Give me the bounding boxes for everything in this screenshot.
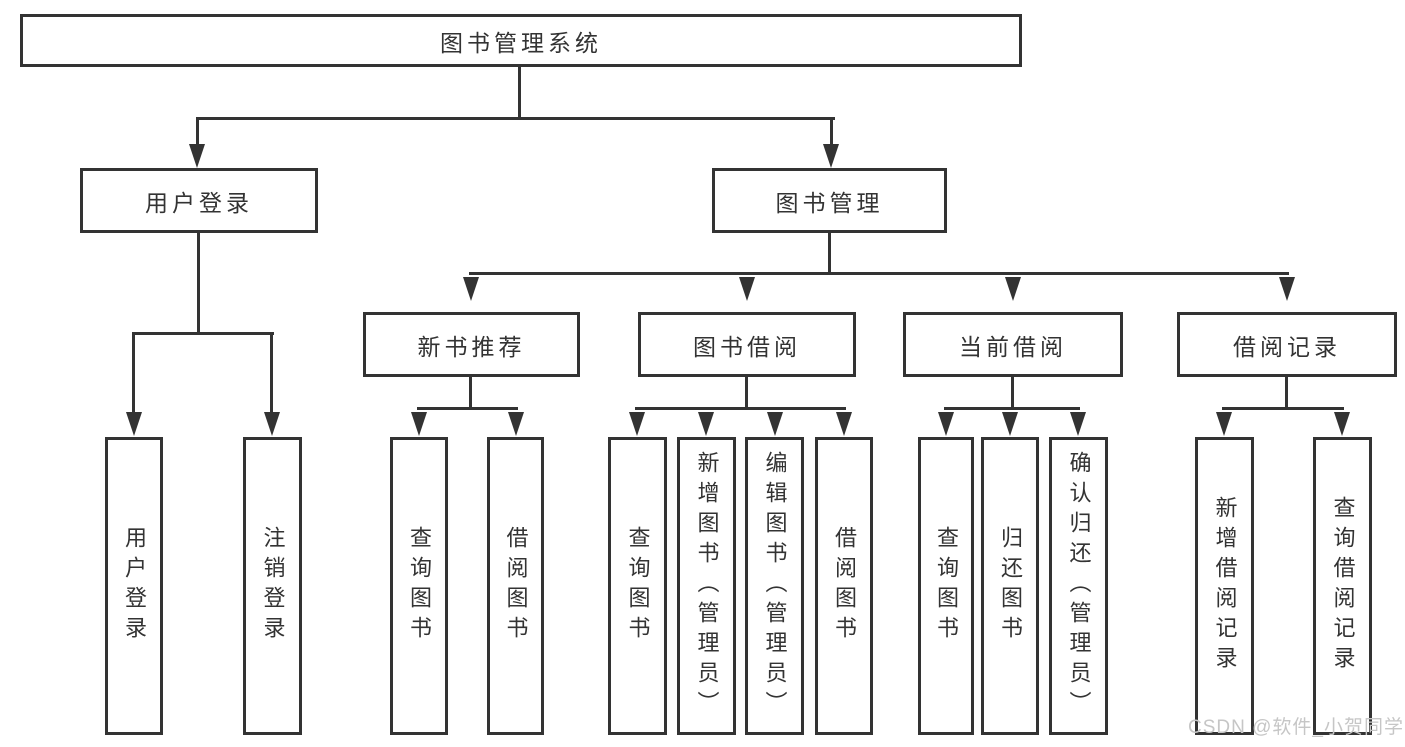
leaf-label: 查询图书 — [407, 526, 432, 646]
connector-line — [1285, 377, 1288, 409]
node-user-login: 用户登录 — [80, 168, 318, 233]
leaf-query-borrow-record: 查询借阅记录 — [1313, 437, 1372, 735]
connector-line — [132, 332, 274, 335]
arrowhead — [739, 277, 755, 301]
connector-line — [1011, 377, 1014, 409]
leaf-label: 借阅图书 — [503, 526, 529, 646]
arrowhead — [1002, 412, 1018, 436]
leaf-label: 查询图书 — [934, 526, 959, 646]
arrowhead — [264, 412, 280, 436]
arrowhead — [189, 144, 205, 168]
node-label: 用户登录 — [145, 189, 253, 216]
connector-line — [635, 407, 846, 410]
csdn-watermark: CSDN @软件_小贺同学 — [1188, 717, 1404, 738]
arrowhead — [698, 412, 714, 436]
arrowhead — [1216, 412, 1232, 436]
node-label: 图书管理 — [775, 189, 884, 216]
leaf-borrow-books-recommend: 借阅图书 — [487, 437, 544, 735]
leaf-label: 用户登录 — [122, 526, 147, 646]
connector-line — [830, 120, 833, 148]
node-label: 图书借阅 — [693, 333, 801, 360]
node-label: 当前借阅 — [959, 333, 1067, 360]
leaf-label: 编辑图书（管理员） — [762, 451, 788, 721]
leaf-add-books-admin: 新增图书（管理员） — [677, 437, 736, 735]
leaf-edit-books-admin: 编辑图书（管理员） — [745, 437, 804, 735]
leaf-label: 查询借阅记录 — [1330, 496, 1356, 676]
node-current-borrowing: 当前借阅 — [903, 312, 1123, 377]
connector-line — [132, 335, 135, 415]
connector-line — [944, 407, 1080, 410]
leaf-query-books-current: 查询图书 — [918, 437, 974, 735]
arrowhead — [411, 412, 427, 436]
leaf-logout: 注销登录 — [243, 437, 302, 735]
connector-line — [197, 233, 200, 334]
leaf-confirm-return-admin: 确认归还（管理员） — [1049, 437, 1108, 735]
node-book-management: 图书管理 — [712, 168, 947, 233]
connector-line — [417, 407, 518, 410]
node-borrowing-records: 借阅记录 — [1177, 312, 1397, 377]
leaf-query-books-recommend: 查询图书 — [390, 437, 448, 735]
leaf-user-login: 用户登录 — [105, 437, 163, 735]
connector-line — [469, 272, 1289, 275]
leaf-label: 归还图书 — [998, 526, 1023, 646]
leaf-label: 注销登录 — [260, 526, 286, 646]
arrowhead — [629, 412, 645, 436]
leaf-borrow-books: 借阅图书 — [815, 437, 873, 735]
connector-line — [196, 120, 199, 148]
connector-line — [518, 67, 521, 120]
node-label: 新书推荐 — [417, 333, 526, 360]
leaf-label: 新增图书（管理员） — [694, 451, 720, 721]
leaf-label: 借阅图书 — [832, 526, 857, 646]
arrowhead — [463, 277, 479, 301]
leaf-query-books-borrow: 查询图书 — [608, 437, 667, 735]
leaf-return-books: 归还图书 — [981, 437, 1039, 735]
connector-line — [828, 233, 831, 274]
arrowhead — [1005, 277, 1021, 301]
leaf-label: 查询图书 — [625, 526, 651, 646]
arrowhead — [938, 412, 954, 436]
connector-line — [270, 335, 273, 415]
node-new-book-recommendation: 新书推荐 — [363, 312, 580, 377]
arrowhead — [823, 144, 839, 168]
connector-line — [745, 377, 748, 409]
arrowhead — [767, 412, 783, 436]
arrowhead — [1070, 412, 1086, 436]
arrowhead — [508, 412, 524, 436]
arrowhead — [126, 412, 142, 436]
node-label: 图书管理系统 — [440, 29, 602, 56]
node-book-borrowing: 图书借阅 — [638, 312, 856, 377]
arrowhead — [1279, 277, 1295, 301]
connector-line — [196, 117, 835, 120]
leaf-label: 新增借阅记录 — [1212, 496, 1238, 676]
leaf-label: 确认归还（管理员） — [1066, 451, 1092, 721]
leaf-add-borrow-record: 新增借阅记录 — [1195, 437, 1254, 735]
arrowhead — [1334, 412, 1350, 436]
node-label: 借阅记录 — [1233, 333, 1341, 360]
node-library-management-system: 图书管理系统 — [20, 14, 1022, 67]
connector-line — [469, 377, 472, 409]
connector-line — [1222, 407, 1344, 410]
arrowhead — [836, 412, 852, 436]
